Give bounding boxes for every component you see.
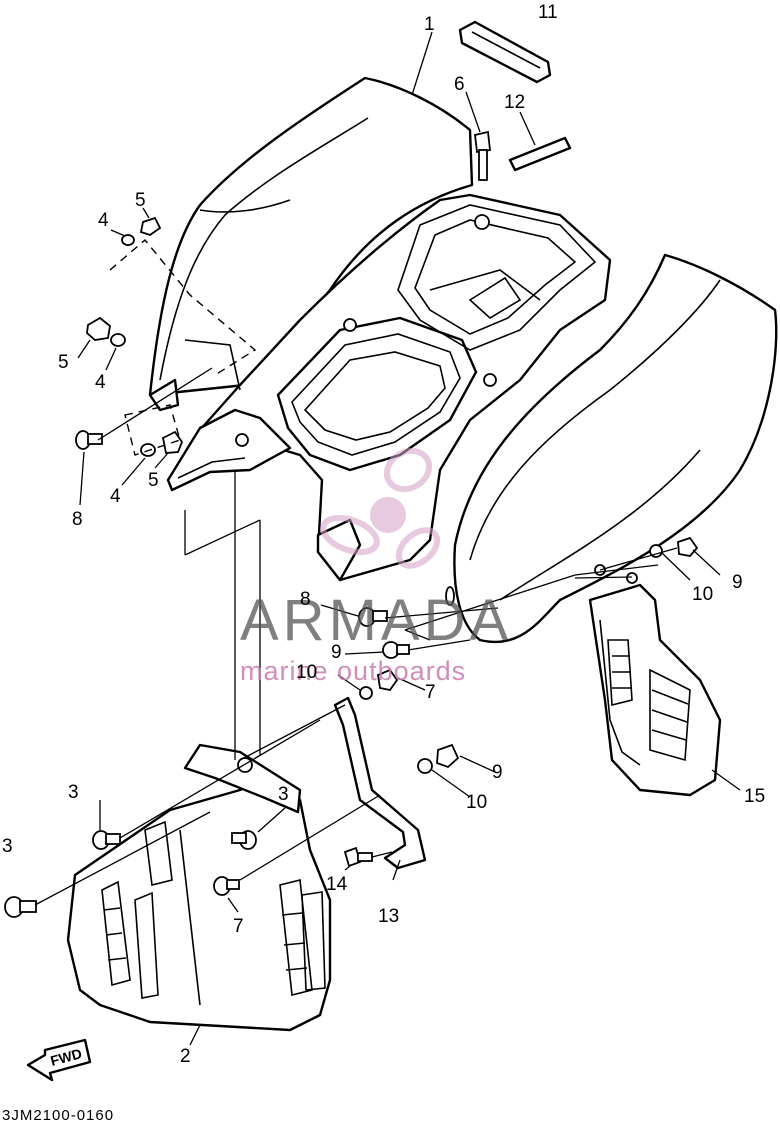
propeller-logo-icon bbox=[320, 447, 441, 569]
rear-fender bbox=[148, 76, 778, 643]
callout: 10 bbox=[692, 584, 713, 605]
callout: 5 bbox=[135, 190, 146, 211]
callout: 14 bbox=[326, 874, 348, 895]
callout: 2 bbox=[180, 1046, 191, 1067]
callout: 6 bbox=[454, 74, 465, 95]
pad-12 bbox=[508, 136, 572, 172]
stay-13 bbox=[333, 696, 427, 870]
callout: 9 bbox=[492, 762, 503, 783]
callout: 4 bbox=[110, 486, 121, 507]
fwd-label: FWD bbox=[49, 1045, 84, 1069]
callout: 10 bbox=[296, 662, 317, 683]
fwd-arrow-icon: FWD bbox=[26, 1038, 92, 1082]
callout: 13 bbox=[378, 906, 399, 927]
callout: 3 bbox=[68, 782, 79, 803]
watermark-title: ARMADA bbox=[240, 588, 512, 653]
callout: 12 bbox=[504, 92, 525, 113]
guard-15 bbox=[588, 564, 722, 797]
callout: 9 bbox=[732, 572, 743, 593]
diagram-code: 3JM2100-0160 bbox=[2, 1107, 114, 1124]
callout: 10 bbox=[466, 792, 487, 813]
callout: 3 bbox=[2, 836, 13, 857]
watermark: ARMADA marine outboards bbox=[240, 447, 512, 686]
callout: 4 bbox=[98, 210, 109, 231]
callout: 11 bbox=[538, 2, 558, 23]
callout: 1 bbox=[424, 14, 435, 35]
callouts: 1 2 3 3 3 4 4 4 5 5 5 6 7 7 8 8 9 9 9 10… bbox=[2, 2, 765, 1067]
callout: 3 bbox=[278, 784, 289, 805]
callout: 5 bbox=[58, 352, 69, 373]
callout: 9 bbox=[331, 642, 342, 663]
callout: 7 bbox=[425, 682, 436, 703]
watermark-subtitle: marine outboards bbox=[240, 656, 466, 686]
callout: 8 bbox=[72, 509, 83, 530]
callout: 15 bbox=[744, 786, 765, 807]
band-11 bbox=[458, 20, 552, 84]
callout: 5 bbox=[148, 470, 159, 491]
callout: 4 bbox=[95, 372, 106, 393]
leader-lines bbox=[34, 31, 741, 1046]
callout: 7 bbox=[233, 916, 244, 937]
mudflap-2 bbox=[66, 743, 332, 1032]
callout: 8 bbox=[300, 589, 311, 610]
